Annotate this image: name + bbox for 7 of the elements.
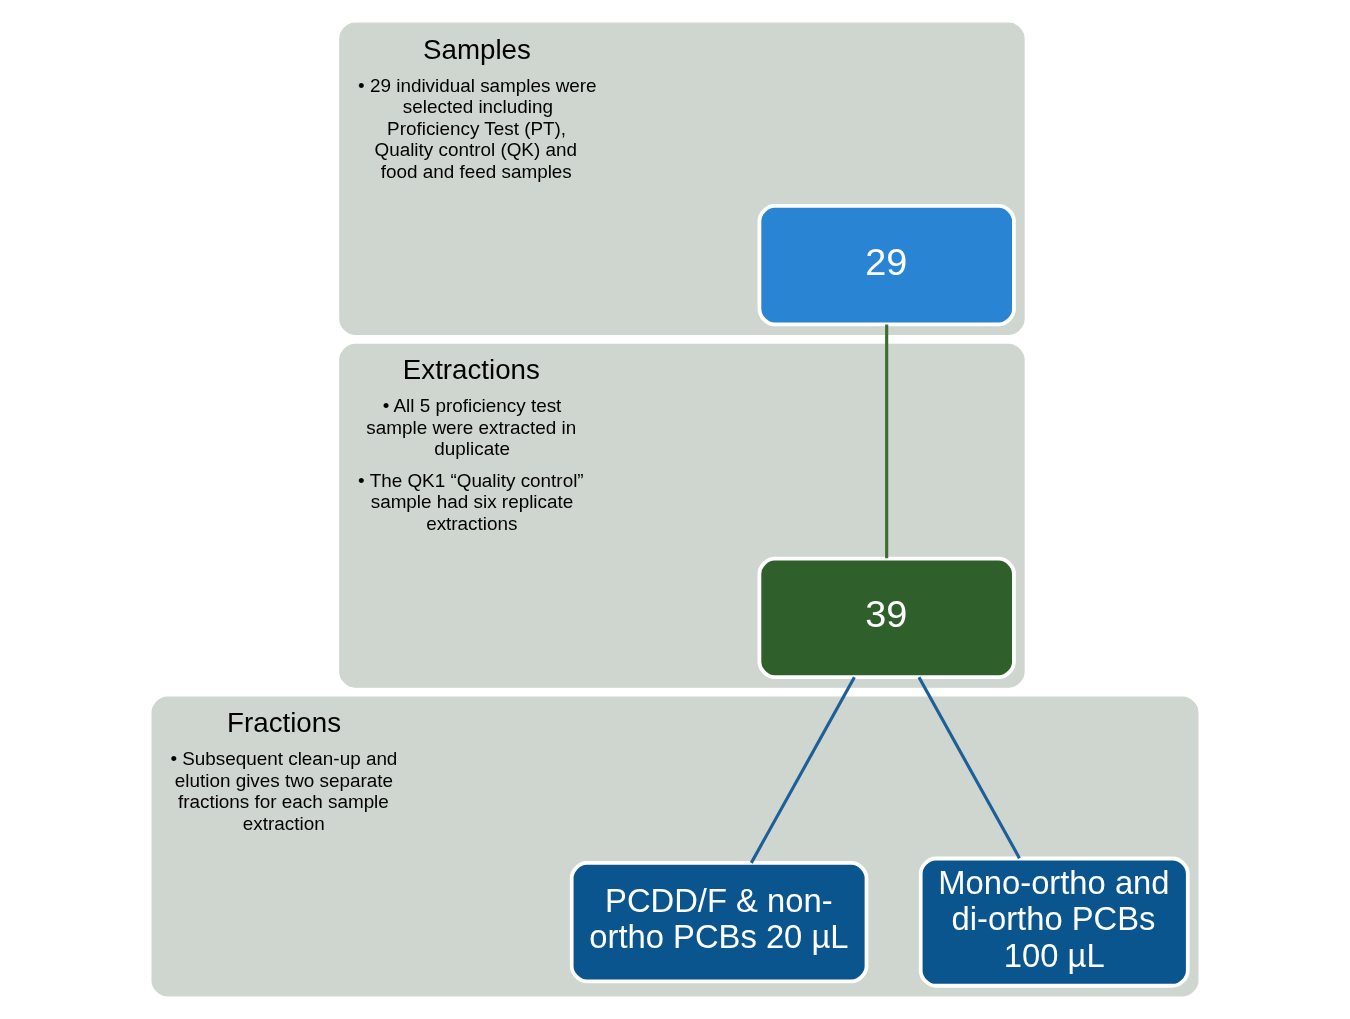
node-box: 29: [757, 203, 1016, 327]
node-box: PCDD/F & non-ortho PCBs 20 µL: [569, 861, 869, 984]
node-box: Mono-ortho and di-ortho PCBs 100 µL: [918, 856, 1190, 988]
connector: [917, 676, 1021, 859]
connector: [749, 676, 856, 864]
connector: [885, 324, 889, 559]
node-box: 39: [757, 556, 1016, 679]
